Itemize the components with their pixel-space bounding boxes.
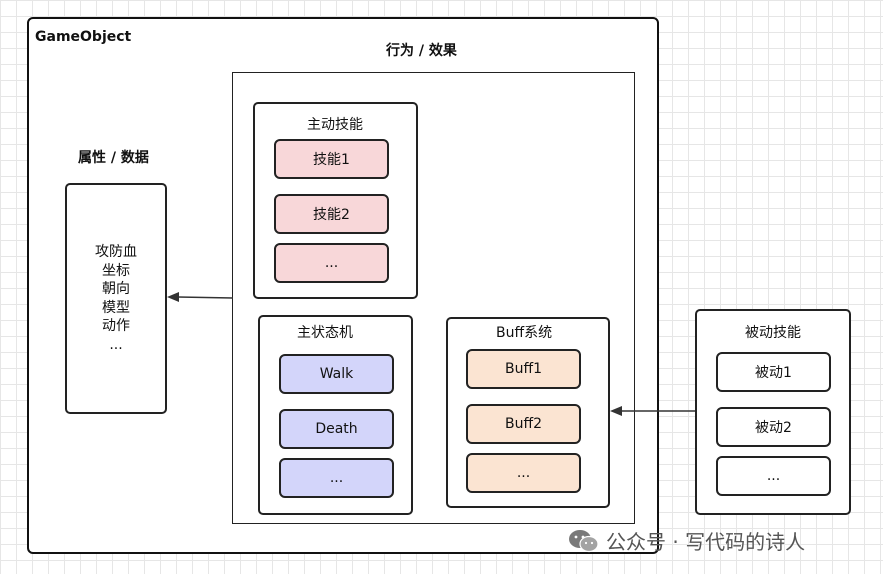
attribute-item: 攻防血: [95, 244, 137, 260]
passive-skills-title: 被动技能: [745, 325, 801, 341]
state-death-box: Death: [279, 409, 394, 449]
state-walk-box: Walk: [279, 354, 394, 394]
behavior-title: 行为 / 效果: [386, 43, 457, 59]
state-more-box: ...: [279, 458, 394, 498]
state-machine-title: 主状态机: [297, 325, 353, 341]
attributes-title: 属性 / 数据: [78, 150, 149, 166]
skill-more-box: ...: [274, 243, 389, 283]
watermark: 公众号 · 写代码的诗人: [568, 526, 805, 555]
buff-system-title: Buff系统: [496, 325, 553, 341]
passive-1-box: 被动1: [716, 352, 831, 392]
behavior-to-attributes-arrowhead: [167, 292, 179, 302]
game-object-title: GameObject: [35, 29, 132, 45]
passive-to-buff-arrowhead: [610, 406, 622, 416]
buff-1-box: Buff1: [466, 349, 581, 389]
behavior-to-attributes-arrow: [177, 296, 234, 299]
attribute-item: 动作: [102, 318, 130, 334]
attribute-item: 模型: [102, 299, 130, 316]
attribute-item: ...: [109, 336, 123, 353]
buff-more-box: ...: [466, 453, 581, 493]
attributes-box: 攻防血 坐标 朝向 模型 动作 ...: [65, 183, 167, 414]
active-skills-title: 主动技能: [307, 117, 363, 133]
passive-2-box: 被动2: [716, 407, 831, 447]
skill-2-box: 技能2: [274, 194, 389, 234]
attribute-item: 坐标: [102, 262, 130, 279]
passive-more-box: ...: [716, 456, 831, 496]
watermark-text: 公众号 · 写代码的诗人: [606, 530, 806, 554]
buff-2-box: Buff2: [466, 404, 581, 444]
skill-1-box: 技能1: [274, 139, 389, 179]
attribute-item: 朝向: [102, 281, 130, 297]
wechat-icon: [569, 529, 599, 552]
